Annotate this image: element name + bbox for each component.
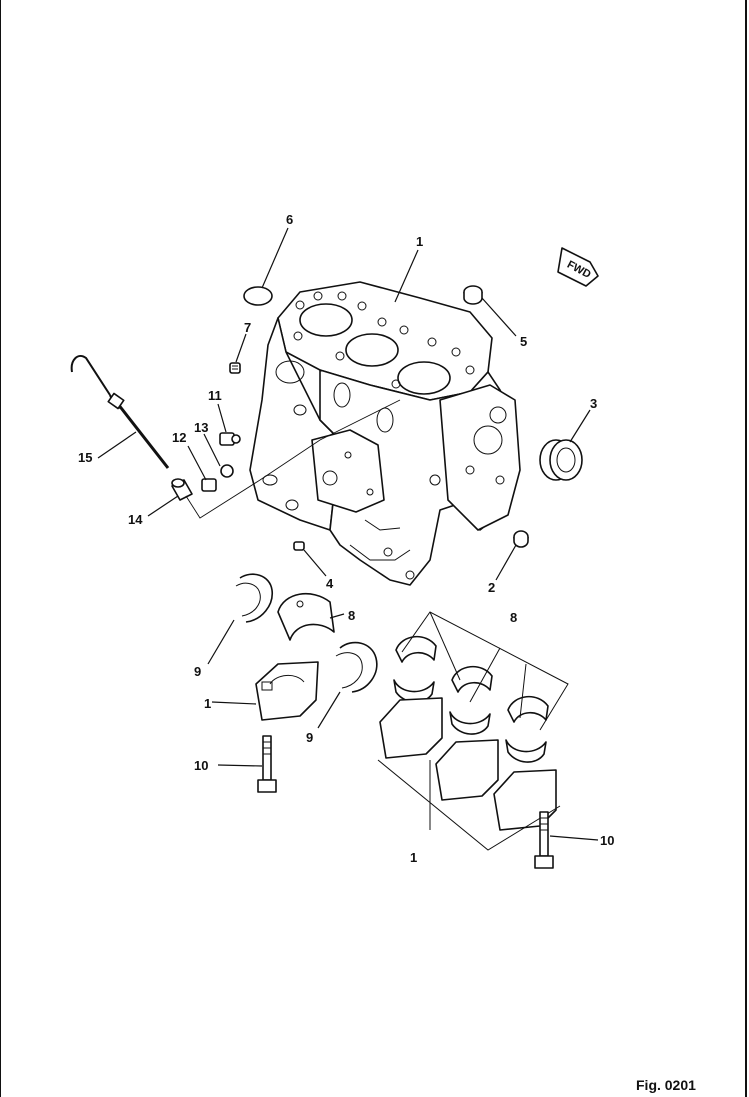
callout-1-side: 1 xyxy=(204,696,211,711)
oil-seal-3 xyxy=(539,439,583,481)
main-bearing-cap-left xyxy=(255,661,319,721)
callout-4: 4 xyxy=(326,576,334,591)
plug-5 xyxy=(463,285,483,305)
main-bearing-8-set xyxy=(393,635,549,763)
dipstick-15 xyxy=(70,354,170,469)
callout-5: 5 xyxy=(520,334,527,349)
callout-3: 3 xyxy=(590,396,597,411)
callout-8-right: 8 xyxy=(510,610,517,625)
callout-6: 6 xyxy=(286,212,293,227)
callout-13: 13 xyxy=(194,420,208,435)
callout-7: 7 xyxy=(244,320,251,335)
callout-14: 14 xyxy=(128,512,143,527)
callout-1-bottom: 1 xyxy=(410,850,417,865)
leader-lines xyxy=(97,227,599,841)
callout-2: 2 xyxy=(488,580,495,595)
main-bearing-8-upper-left xyxy=(277,593,335,641)
callout-10-left: 10 xyxy=(194,758,208,773)
callout-9-mid: 9 xyxy=(306,730,313,745)
plug-7 xyxy=(229,362,241,374)
figure-number: Fig. 0201 xyxy=(636,1077,696,1093)
callout-9-left: 9 xyxy=(194,664,201,679)
callout-12: 12 xyxy=(172,430,186,445)
bolt-10-right xyxy=(534,811,554,869)
callout-10-right: 10 xyxy=(600,833,614,848)
dipstick-guide-14 xyxy=(171,478,193,501)
plug-2 xyxy=(513,530,529,548)
thrust-washer-9-left xyxy=(235,573,273,623)
callout-8-left: 8 xyxy=(348,608,355,623)
callout-11: 11 xyxy=(208,388,222,403)
main-bearing-caps-1 xyxy=(379,697,557,831)
thrust-washer-9-mid xyxy=(335,641,378,693)
callout-15: 15 xyxy=(78,450,92,465)
fwd-direction-marker: FWD xyxy=(557,247,599,287)
callout-labels: 1 2 3 4 5 6 7 8 8 9 9 10 10 1 11 12 13 1… xyxy=(78,212,614,865)
plug-12 xyxy=(201,478,217,492)
washer-13 xyxy=(220,464,234,478)
o-ring-6 xyxy=(243,286,273,306)
bolt-10-left xyxy=(257,735,277,793)
plug-11 xyxy=(219,432,241,446)
cylinder-block xyxy=(249,281,521,586)
plug-4 xyxy=(293,541,305,551)
callout-1-top: 1 xyxy=(416,234,423,249)
